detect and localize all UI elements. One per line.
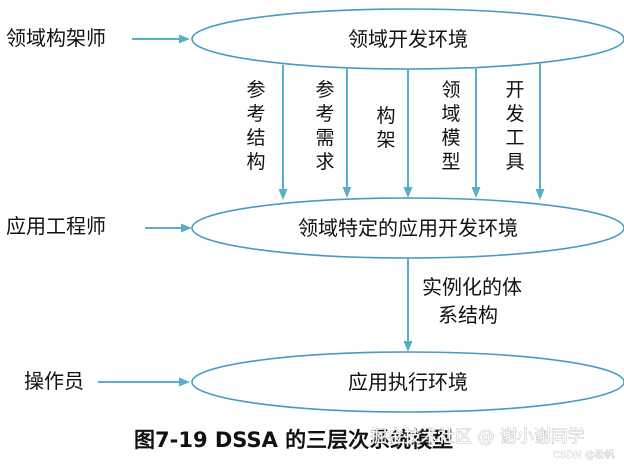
watermark-small: CSDN @杨帆 [553,448,615,461]
domain-dev-env: 领域开发环境 [191,8,624,70]
watermark-main: 掘金技术社区 @ 谢小谢同学 [370,427,585,447]
arrow-architect-to-env [132,34,190,44]
arrow-operator-to-env [98,377,190,387]
flow-label-domain-model: 领域模型 [441,79,460,173]
role-operator: 操作员 [24,369,84,393]
arrow-engineer-to-env [145,223,192,233]
middle-flow-label-line2: 系结构 [438,303,498,327]
domain-specific-app-dev-env: 领域特定的应用开发环境 [191,197,624,259]
app-execution-env-label: 应用执行环境 [348,370,468,394]
domain-specific-app-dev-env-label: 领域特定的应用开发环境 [298,216,518,240]
flow-arrow-2 [342,67,352,198]
flow-arrow-3 [403,69,413,198]
flow-arrow-5 [535,63,545,200]
app-execution-env: 应用执行环境 [191,351,624,413]
role-app-engineer: 应用工程师 [6,214,106,238]
middle-flow-label-line1: 实例化的体 [422,275,522,299]
flow-label-architecture: 构架 [376,105,395,151]
domain-dev-env-label: 领域开发环境 [348,27,468,51]
flow-label-ref-structure: 参考结构 [246,79,265,173]
flow-arrow-1 [278,65,288,200]
flow-label-ref-requirements: 参考需求 [315,79,334,173]
figure-caption: 图7-19 DSSA 的三层次系统模型 [134,428,453,452]
role-architect: 领域构架师 [6,26,106,50]
flow-arrow-4 [471,67,481,198]
flow-label-dev-tools: 开发工具 [505,79,524,173]
flow-arrow-instantiated [403,258,413,352]
